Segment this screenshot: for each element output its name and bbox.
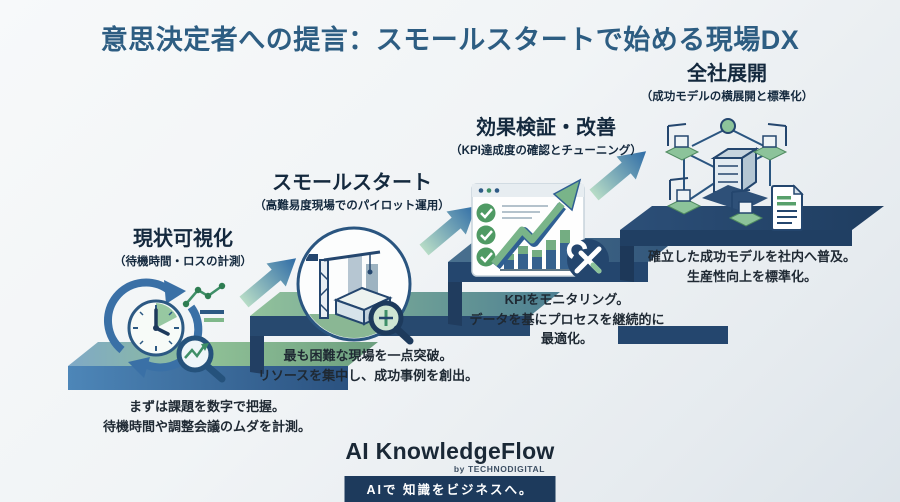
step3-description-line3: 最適化。 xyxy=(540,331,594,346)
step2-heading: スモールスタート xyxy=(272,172,432,194)
step2-description-line1: 最も困難な現場を一点突破。 xyxy=(283,348,453,363)
growth-arrow-3 xyxy=(589,151,647,201)
step4-heading: 全社展開 xyxy=(687,63,767,85)
step2-description-line2: リソースを集中し、成功事例を創出。 xyxy=(257,367,479,383)
brand-byline: by TECHNODIGITAL xyxy=(453,464,545,474)
step1-description: まずは課題を数字で把握。 待機時間や調整会議のムダを計測。 xyxy=(103,397,311,436)
step1-description-line1: まずは課題を数字で把握。 xyxy=(128,399,286,414)
step4-header: 全社展開 （成功モデルの横展開と標準化） xyxy=(641,63,814,104)
step4-description-line2: 生産性向上を標準化。 xyxy=(686,268,818,284)
site-node xyxy=(728,189,764,227)
site-node xyxy=(752,123,788,161)
step1-heading: 現状可視化 xyxy=(133,228,233,250)
step3-subheading: （KPI達成度の確認とチューニング） xyxy=(450,145,642,157)
step2-subheading: （高難易度現場でのパイロット運用） xyxy=(254,200,450,212)
site-node xyxy=(666,177,702,215)
step1-subheading: （待機時間・ロスの計測） xyxy=(114,256,252,268)
step4-description-line1: 確立した成功モデルを社内へ普及。 xyxy=(647,249,857,264)
growth-arrow-1 xyxy=(239,258,297,308)
step2-description: 最も困難な現場を一点突破。 リソースを集中し、成功事例を創出。 xyxy=(258,346,478,385)
growth-arrow-2 xyxy=(419,206,477,256)
brand-tagline-banner: AIで 知識をビジネスへ。 xyxy=(344,476,556,502)
step4-subheading: （成功モデルの横展開と標準化） xyxy=(640,91,814,103)
site-node xyxy=(664,123,700,161)
step3-description-line1: KPIをモニタリング。 xyxy=(504,292,630,307)
kpi-dashboard-icon xyxy=(471,178,609,281)
step4-description: 確立した成功モデルを社内へ普及。 生産性向上を標準化。 xyxy=(648,247,856,286)
clock-analysis-icon xyxy=(103,278,226,383)
step3-header: 効果検証・改善 （KPI達成度の確認とチューニング） xyxy=(450,117,642,158)
construction-pilot-icon xyxy=(296,226,414,345)
page-title: 意思決定者への提言：スモールスタートで始める現場DX xyxy=(100,25,800,55)
brand-logo-text: AI KnowledgeFlow xyxy=(345,438,555,464)
network-rollout-icon xyxy=(664,118,804,231)
step3-heading: 効果検証・改善 xyxy=(475,117,616,139)
step3-description-line2: データを基にプロセスを継続的に xyxy=(469,311,665,327)
document-icon xyxy=(771,184,804,231)
step1-description-line2: 待機時間や調整会議のムダを計測。 xyxy=(102,418,312,434)
step3-description: KPIをモニタリング。 データを基にプロセスを継続的に 最適化。 xyxy=(469,290,664,349)
step2-header: スモールスタート （高難易度現場でのパイロット運用） xyxy=(254,172,450,213)
step1-header: 現状可視化 （待機時間・ロスの計測） xyxy=(114,228,252,269)
